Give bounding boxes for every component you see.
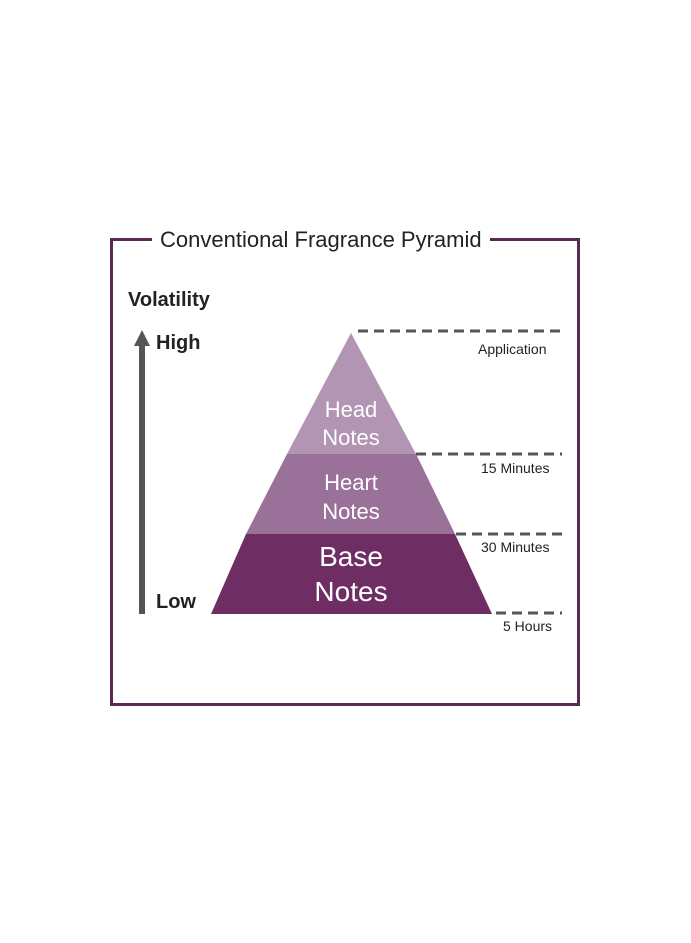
tier-head-shape <box>287 333 416 454</box>
tier-head-label: Head Notes <box>291 396 411 452</box>
tier-heart-label: Heart Notes <box>291 468 411 526</box>
tier-heart-line2: Notes <box>322 499 380 524</box>
tier-base-line1: Base <box>319 541 383 572</box>
volatility-arrow-head-icon <box>134 330 150 346</box>
time-label-5-hours: 5 Hours <box>503 618 553 634</box>
tier-base-shape <box>211 534 492 614</box>
tier-base-label: Base Notes <box>281 539 421 609</box>
tier-head-line2: Notes <box>322 425 380 450</box>
time-label-15-minutes: 15 Minutes <box>481 460 550 476</box>
tier-base-line2: Notes <box>314 576 388 607</box>
time-label-application: Application <box>478 341 547 357</box>
low-label: Low <box>156 591 196 613</box>
volatility-label: Volatility <box>128 289 210 311</box>
diagram-title: Conventional Fragrance Pyramid <box>152 226 490 254</box>
time-label-30-minutes: 30 Minutes <box>481 539 550 555</box>
tier-heart-shape <box>246 454 455 534</box>
tier-heart-line1: Heart <box>324 470 378 495</box>
high-label: High <box>156 332 201 354</box>
tier-head-line1: Head <box>324 397 378 422</box>
